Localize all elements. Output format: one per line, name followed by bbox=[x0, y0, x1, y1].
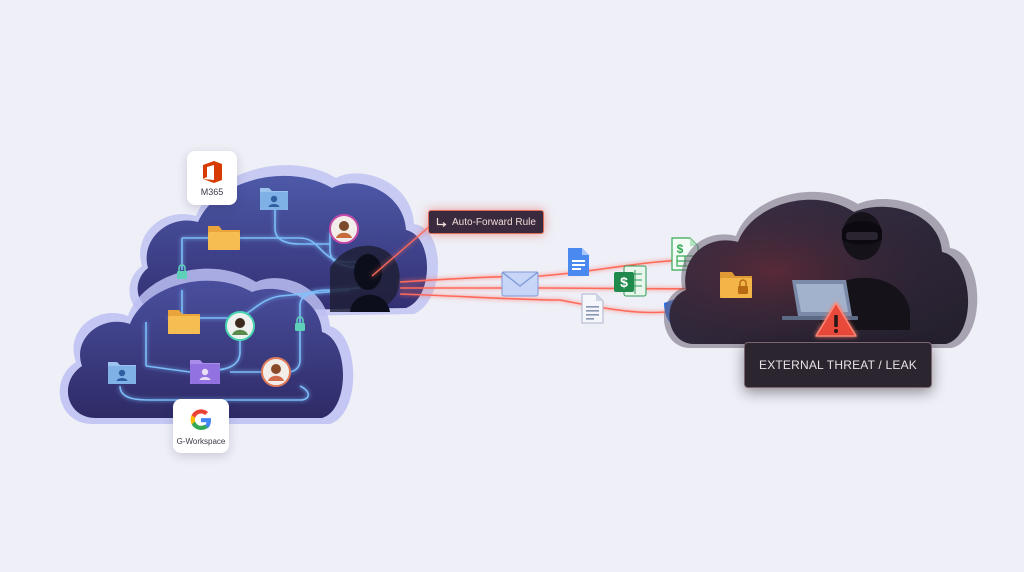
folder-icon bbox=[208, 226, 240, 250]
auto-forward-rule-label: Auto-Forward Rule bbox=[428, 210, 544, 234]
excel-icon: $ bbox=[614, 265, 647, 297]
external-threat-label: EXTERNAL THREAT / LEAK bbox=[744, 342, 932, 388]
gworkspace-badge: G-Workspace bbox=[173, 399, 229, 453]
warning-icon bbox=[815, 302, 857, 337]
avatar bbox=[225, 311, 255, 341]
m365-label: M365 bbox=[200, 186, 224, 197]
user-folder-icon bbox=[108, 362, 136, 384]
svg-text:$: $ bbox=[677, 242, 684, 256]
lock-icon bbox=[295, 316, 305, 331]
m365-badge: M365 bbox=[187, 151, 237, 205]
office-icon bbox=[203, 160, 222, 183]
google-icon bbox=[190, 409, 211, 430]
threat-text: EXTERNAL THREAT / LEAK bbox=[758, 358, 917, 372]
svg-text:$: $ bbox=[620, 274, 628, 290]
gworkspace-label: G-Workspace bbox=[176, 437, 226, 446]
user-folder-icon bbox=[190, 360, 220, 384]
document-icon bbox=[581, 293, 604, 324]
user-folder-icon bbox=[260, 188, 288, 210]
mail-envelope-icon bbox=[501, 271, 539, 297]
folder-icon bbox=[168, 310, 200, 334]
locked-folder-icon bbox=[720, 272, 752, 298]
forward-arrow-icon bbox=[436, 217, 447, 227]
google-docs-icon bbox=[568, 248, 589, 276]
lock-icon bbox=[177, 264, 187, 279]
rule-text: Auto-Forward Rule bbox=[452, 216, 536, 228]
avatar bbox=[261, 357, 291, 387]
hooded-figure bbox=[330, 245, 400, 312]
avatar bbox=[329, 214, 359, 244]
